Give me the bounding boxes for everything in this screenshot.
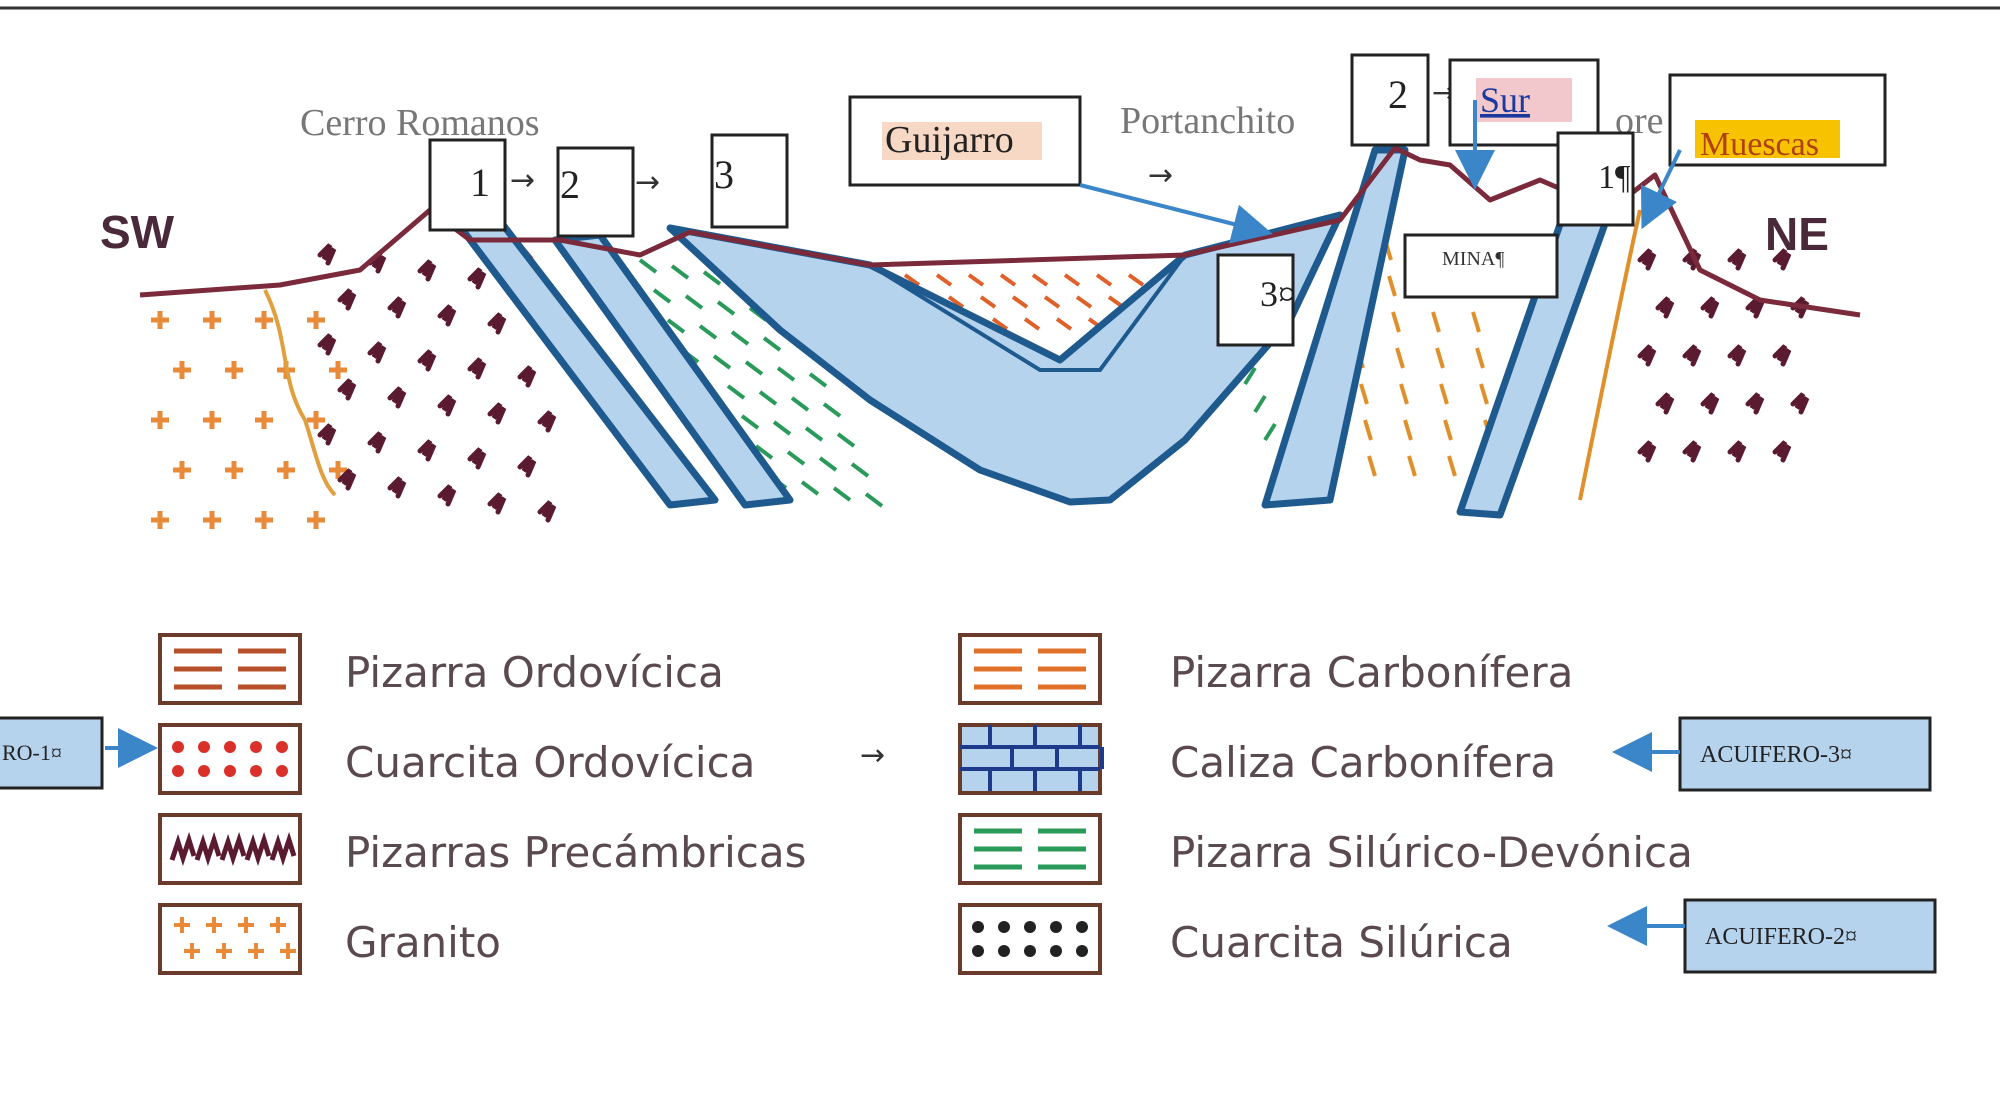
svg-text:2: 2 bbox=[560, 162, 580, 207]
callout-acuifero-3: ACUIFERO-3¤ bbox=[1678, 716, 1932, 792]
arrow-glyph-legend: → bbox=[860, 738, 885, 773]
svg-text:ACUIFERO-3¤: ACUIFERO-3¤ bbox=[1700, 742, 1852, 768]
legend-swatch-right-3 bbox=[958, 903, 1102, 975]
arrow-glyph-2: → bbox=[635, 165, 660, 200]
legend-label-right-2: Pizarra Silúrico-Devónica bbox=[1170, 828, 1693, 877]
legend-label-left-1: Cuarcita Ordovícica bbox=[345, 738, 755, 787]
guijarro-pointer-arrow bbox=[1079, 183, 1273, 244]
svg-text:1¶: 1¶ bbox=[1598, 159, 1631, 196]
granite-pattern bbox=[151, 289, 347, 529]
callout-box-1: 1 bbox=[428, 138, 507, 232]
legend-swatch-left-0 bbox=[158, 633, 302, 705]
arrow-glyph-portanchito: → bbox=[1148, 158, 1173, 193]
legend-swatch-left-1 bbox=[158, 723, 302, 795]
callout-box-2: 2 bbox=[556, 146, 635, 238]
legend-swatch-right-1 bbox=[958, 723, 1104, 795]
svg-text:MINA¶: MINA¶ bbox=[1442, 248, 1504, 270]
callout-guijarro: Guijarro bbox=[848, 95, 1082, 187]
direction-sw-label: SW bbox=[100, 206, 175, 258]
legend-label-right-0: Pizarra Carbonífera bbox=[1170, 648, 1573, 697]
svg-text:Muescas: Muescas bbox=[1700, 126, 1819, 163]
muescas-pointer-arrow bbox=[1641, 149, 1682, 230]
arrow-glyph-1: → bbox=[510, 163, 535, 198]
legend-swatch-left-2 bbox=[158, 813, 302, 885]
legend-label-left-2: Pizarras Precámbricas bbox=[345, 828, 806, 877]
callout-muescas: Muescas bbox=[1668, 73, 1887, 167]
svg-text:RO-1¤: RO-1¤ bbox=[2, 740, 62, 765]
place-cerro-romanos: Cerro Romanos bbox=[300, 102, 540, 144]
svg-text:Guijarro: Guijarro bbox=[885, 119, 1014, 161]
legend-label-right-3: Cuarcita Silúrica bbox=[1170, 918, 1513, 967]
callout-mina: MINA¶ bbox=[1403, 233, 1559, 299]
legend-swatch-right-2 bbox=[958, 813, 1102, 885]
callout-box-2-right: 2 bbox=[1350, 53, 1430, 147]
quartzite-syncline bbox=[666, 211, 1344, 506]
svg-text:1: 1 bbox=[470, 160, 490, 205]
svg-text:3: 3 bbox=[714, 152, 734, 197]
legend-swatch-left-3 bbox=[158, 903, 302, 975]
legend-label-left-0: Pizarra Ordovícica bbox=[345, 648, 724, 697]
svg-text:Sur: Sur bbox=[1480, 80, 1530, 120]
callout-acuifero-1: RO-1¤ bbox=[0, 716, 104, 790]
svg-text:2: 2 bbox=[1388, 72, 1408, 117]
legend-label-right-1: Caliza Carbonífera bbox=[1170, 738, 1556, 787]
direction-ne-label: NE bbox=[1765, 208, 1829, 260]
legend-swatch-right-0 bbox=[958, 633, 1102, 705]
svg-text:ACUIFERO-2¤: ACUIFERO-2¤ bbox=[1705, 924, 1857, 950]
legend-label-left-3: Granito bbox=[345, 918, 501, 967]
callout-box-3: 3 bbox=[710, 133, 789, 229]
callout-box-1-right: 1¶ bbox=[1556, 131, 1635, 227]
callout-acuifero-2: ACUIFERO-2¤ bbox=[1683, 898, 1937, 974]
place-portanchito: Portanchito bbox=[1120, 100, 1295, 142]
callout-box-3-lower: 3¤ bbox=[1216, 253, 1296, 347]
svg-text:3¤: 3¤ bbox=[1260, 274, 1296, 314]
